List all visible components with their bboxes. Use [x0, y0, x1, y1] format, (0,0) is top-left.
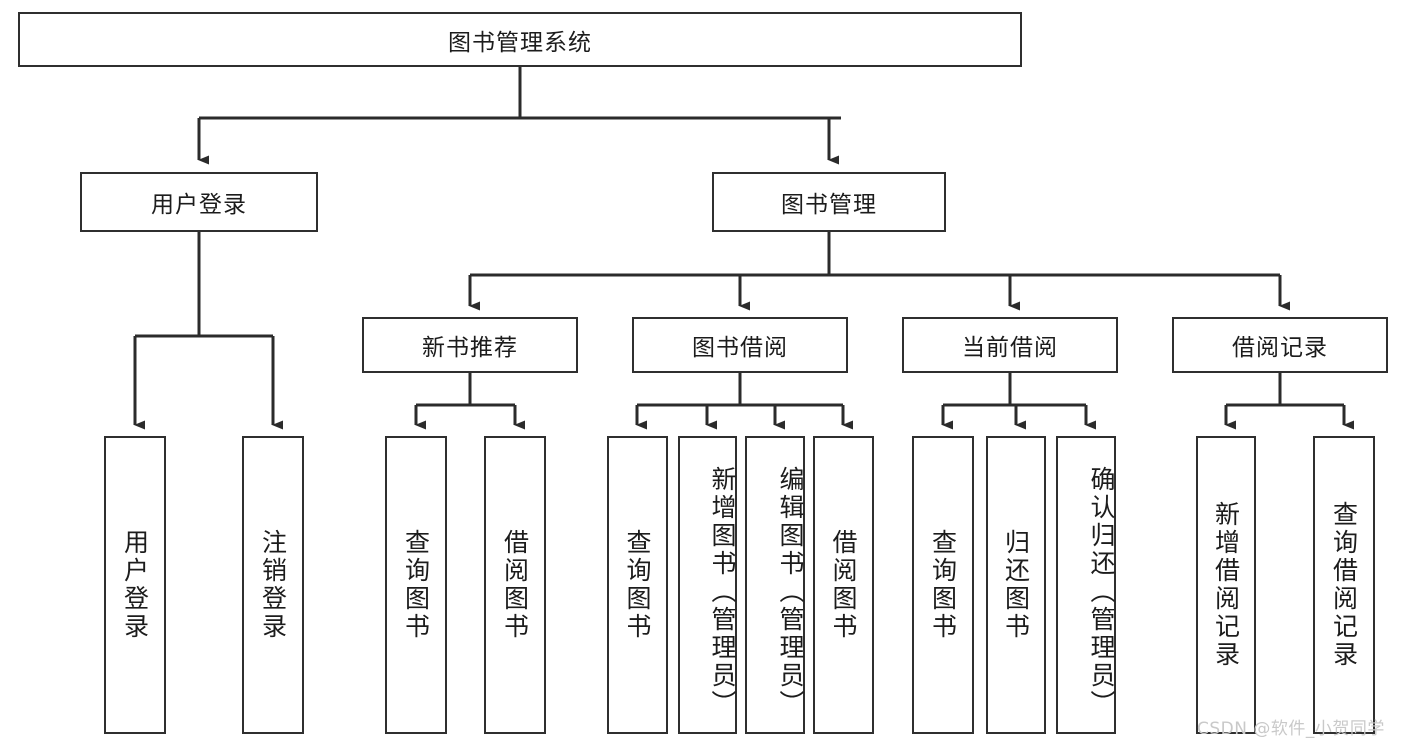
leaf-borrow-book[interactable]: 借阅图书 [813, 436, 874, 734]
leaf-confirm-return-admin-label: 确认归还（管理员） [1087, 466, 1116, 718]
node-current-borrow[interactable]: 当前借阅 [902, 317, 1118, 373]
leaf-query-book-current-label: 查询图书 [928, 529, 958, 641]
leaf-query-book-recommend[interactable]: 查询图书 [385, 436, 447, 734]
node-borrow-record-label: 借阅记录 [1232, 335, 1328, 361]
node-root[interactable]: 图书管理系统 [18, 12, 1022, 67]
leaf-query-book-recommend-label: 查询图书 [401, 529, 431, 641]
node-user-login[interactable]: 用户登录 [80, 172, 318, 232]
node-current-borrow-label: 当前借阅 [962, 335, 1058, 361]
leaf-borrow-book-recommend-label: 借阅图书 [500, 529, 530, 641]
node-user-login-label: 用户登录 [151, 192, 247, 218]
leaf-user-login[interactable]: 用户登录 [104, 436, 166, 734]
leaf-query-book-borrow-label: 查询图书 [623, 529, 652, 641]
leaf-query-book-current[interactable]: 查询图书 [912, 436, 974, 734]
leaf-logout-login[interactable]: 注销登录 [242, 436, 304, 734]
leaf-borrow-book-label: 借阅图书 [829, 529, 858, 641]
leaf-user-login-label: 用户登录 [120, 529, 150, 641]
node-new-book-recommend-label: 新书推荐 [422, 335, 518, 361]
leaf-query-borrow-record-label: 查询借阅记录 [1329, 501, 1359, 669]
node-book-borrow[interactable]: 图书借阅 [632, 317, 848, 373]
leaf-query-book-borrow[interactable]: 查询图书 [607, 436, 668, 734]
leaf-add-borrow-record-label: 新增借阅记录 [1211, 501, 1241, 669]
csdn-watermark: CSDN @软件_小贺同学 [1197, 719, 1385, 739]
leaf-add-book-admin-label: 新增图书（管理员） [708, 466, 737, 718]
leaf-query-borrow-record[interactable]: 查询借阅记录 [1313, 436, 1375, 734]
leaf-confirm-return-admin[interactable]: 确认归还（管理员） [1056, 436, 1116, 734]
leaf-logout-login-label: 注销登录 [258, 529, 288, 641]
leaf-borrow-book-recommend[interactable]: 借阅图书 [484, 436, 546, 734]
leaf-edit-book-admin-label: 编辑图书（管理员） [776, 466, 805, 718]
node-book-management-label: 图书管理 [781, 192, 877, 218]
node-root-label: 图书管理系统 [448, 29, 592, 56]
node-borrow-record[interactable]: 借阅记录 [1172, 317, 1388, 373]
node-book-management[interactable]: 图书管理 [712, 172, 946, 232]
leaf-return-book[interactable]: 归还图书 [986, 436, 1046, 734]
leaf-return-book-label: 归还图书 [1001, 529, 1031, 641]
leaf-edit-book-admin[interactable]: 编辑图书（管理员） [745, 436, 805, 734]
node-new-book-recommend[interactable]: 新书推荐 [362, 317, 578, 373]
leaf-add-borrow-record[interactable]: 新增借阅记录 [1196, 436, 1256, 734]
node-book-borrow-label: 图书借阅 [692, 335, 788, 361]
leaf-add-book-admin[interactable]: 新增图书（管理员） [678, 436, 737, 734]
